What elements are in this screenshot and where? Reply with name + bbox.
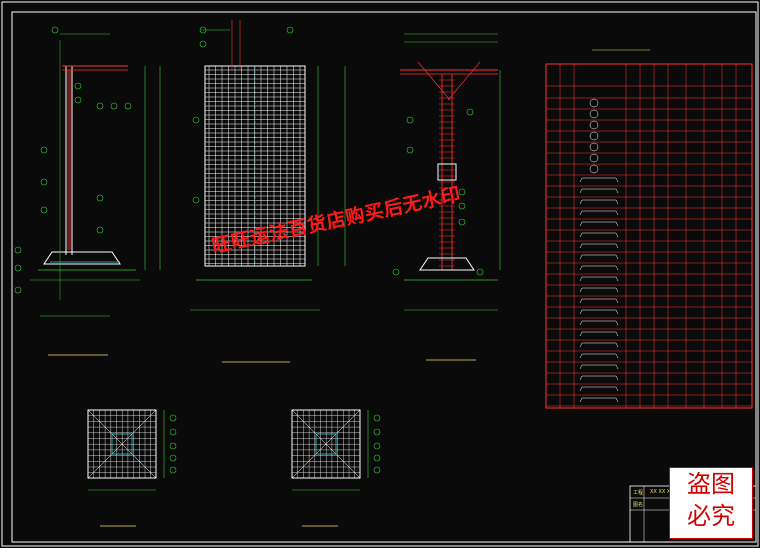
title-block-label-project: 工程: [633, 490, 644, 496]
rebar-shape-glyph: [589, 164, 599, 174]
rebar-shape-glyph: [579, 320, 619, 326]
footing-plan-a: [87, 409, 177, 527]
rebar-shape-glyph: [579, 386, 619, 392]
footing-plan-b: [291, 409, 381, 527]
rebar-shape-glyph: [589, 131, 599, 141]
rebar-shape-glyph: [579, 397, 619, 403]
drawing-frame-inner: [11, 11, 757, 543]
wall-elevation-view: [190, 20, 346, 363]
rebar-shape-glyph: [579, 265, 619, 271]
copyright-stamp: 盗图 必究: [669, 467, 753, 539]
rebar-shape-glyph: [589, 98, 599, 108]
rebar-shape-glyph: [579, 331, 619, 337]
rebar-shape-glyph: [579, 199, 619, 205]
column-section-view: [392, 33, 501, 361]
rebar-shape-glyph: [579, 375, 619, 381]
rebar-shape-glyph: [589, 109, 599, 119]
rebar-shape-glyph: [579, 353, 619, 359]
rebar-shape-glyph: [579, 188, 619, 194]
rebar-shape-glyph: [579, 177, 619, 183]
rebar-shape-glyph: [589, 142, 599, 152]
rebar-schedule-table: [545, 49, 753, 409]
stamp-line-2: 必究: [687, 502, 735, 530]
rebar-shape-glyph: [579, 210, 619, 216]
rebar-shape-glyph: [579, 342, 619, 348]
title-block-value-project: XX XX X: [650, 489, 671, 495]
title-block-label-drawing: 图名: [633, 502, 644, 508]
rebar-shape-glyph: [579, 232, 619, 238]
rebar-shape-glyph: [579, 276, 619, 282]
rebar-shape-glyph: [589, 153, 599, 163]
rebar-shape-glyph: [579, 254, 619, 260]
rebar-shape-glyph: [579, 287, 619, 293]
rebar-shape-glyph: [579, 309, 619, 315]
rebar-shape-glyph: [579, 364, 619, 370]
rebar-shape-glyph: [589, 120, 599, 130]
wall-section-view: [14, 26, 161, 356]
stamp-line-1: 盗图: [687, 470, 735, 498]
rebar-shape-glyph: [579, 221, 619, 227]
rebar-shape-glyph: [579, 243, 619, 249]
rebar-shape-glyph: [579, 298, 619, 304]
